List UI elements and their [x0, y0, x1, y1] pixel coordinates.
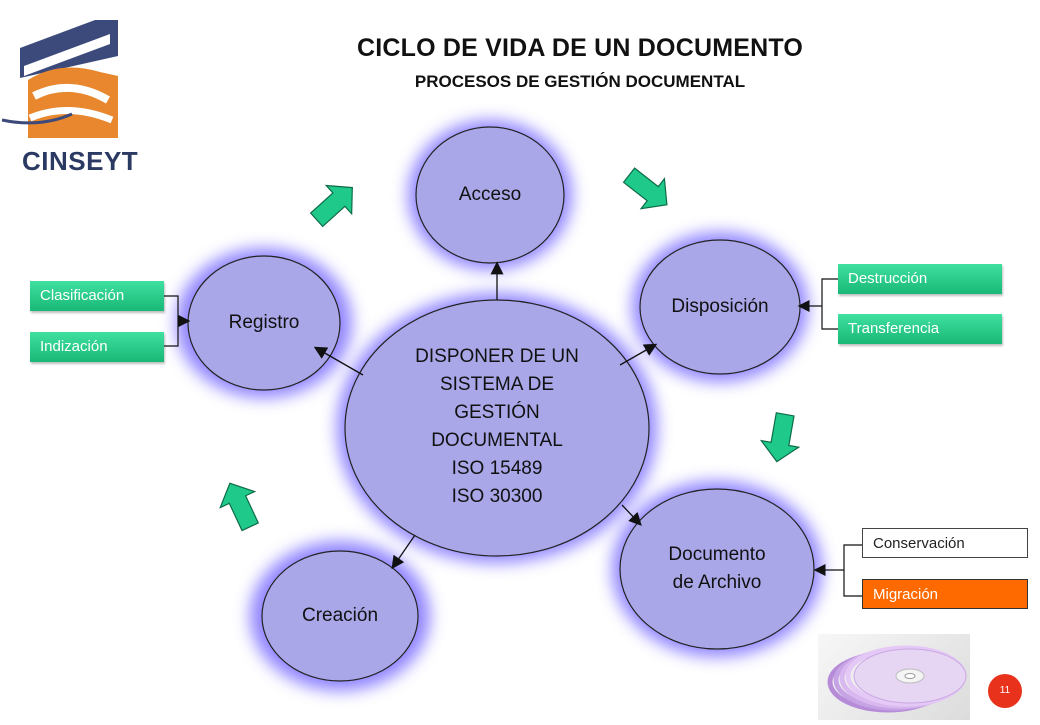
node-acceso	[415, 126, 565, 264]
connector-to-creacion	[391, 534, 416, 570]
cinseyt-logo: CINSEYT	[0, 8, 160, 176]
disc-stack-image	[818, 634, 970, 720]
page-number-badge: 11	[988, 674, 1022, 708]
box-destruccion: Destrucción	[838, 264, 1002, 294]
connector-to-disposicion	[619, 343, 658, 366]
label-center: DISPONER DE UN SISTEMA DE GESTIÓN DOCUME…	[392, 343, 602, 511]
bracket-disposicion	[800, 278, 838, 330]
documento-line-1: Documento	[668, 544, 766, 565]
center-line-3: GESTIÓN	[454, 402, 540, 423]
center-line-2: SISTEMA DE	[439, 374, 555, 395]
side-brackets	[164, 278, 862, 597]
node-creacion	[261, 550, 419, 682]
flow-arrow-disposicion-documento	[759, 412, 801, 463]
center-line-4: DOCUMENTAL	[431, 430, 563, 451]
label-disposicion: Disposición	[671, 296, 769, 317]
flow-arrow-creacion-registro	[219, 482, 260, 532]
box-transferencia: Transferencia	[838, 314, 1002, 344]
page-subtitle: PROCESOS DE GESTIÓN DOCUMENTAL	[414, 72, 746, 91]
flow-arrows	[219, 167, 801, 532]
documento-line-2: de Archivo	[672, 572, 762, 593]
bracket-registro	[164, 295, 188, 347]
box-indizacion: Indización	[30, 332, 164, 362]
label-acceso: Acceso	[458, 184, 522, 205]
connector-to-registro	[313, 346, 364, 376]
connector-to-documento	[621, 504, 642, 526]
label-creacion: Creación	[301, 605, 379, 626]
flow-arrow-acceso-disposicion	[622, 167, 668, 210]
center-line-5: ISO 15489	[451, 458, 543, 479]
center-line-6: ISO 30300	[451, 486, 543, 507]
box-migracion: Migración	[862, 579, 1028, 609]
box-conservacion: Conservación	[862, 528, 1028, 558]
center-line-1: DISPONER DE UN	[415, 346, 579, 367]
center-connectors	[313, 261, 658, 570]
flow-arrow-registro-acceso	[309, 184, 353, 228]
logo-graphic	[1, 20, 118, 138]
label-registro: Registro	[228, 312, 300, 333]
logo-text: CINSEYT	[22, 146, 139, 176]
label-documento-archivo: Documento de Archivo	[637, 541, 797, 597]
bracket-documento	[816, 544, 862, 597]
page-title: CICLO DE VIDA DE UN DOCUMENTO	[356, 34, 804, 62]
box-clasificacion: Clasificación	[30, 281, 164, 311]
disc-stack-graphic	[827, 645, 967, 713]
